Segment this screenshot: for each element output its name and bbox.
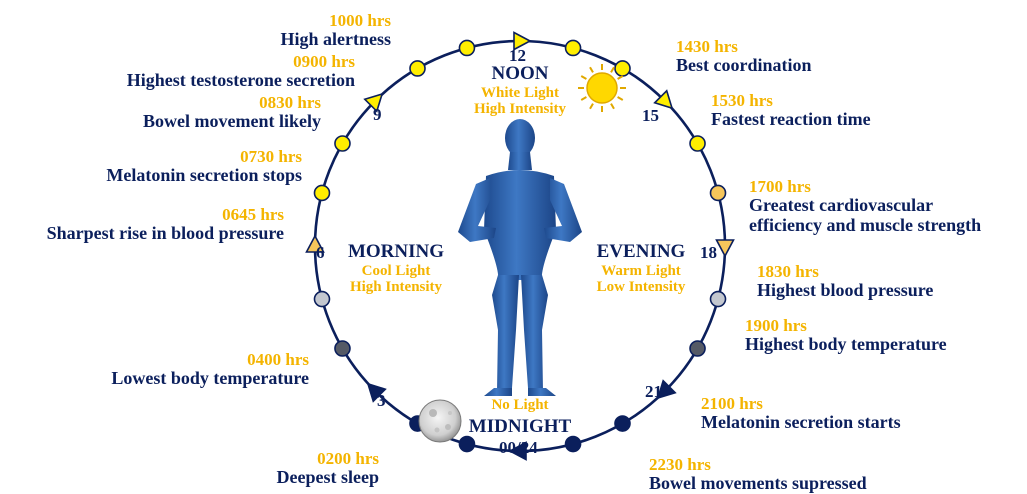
zone-light: Warm Light bbox=[572, 263, 710, 279]
event-description: Melatonin secretion starts bbox=[701, 413, 901, 432]
event-time: 1700 hrs bbox=[749, 178, 981, 196]
hour-6: 6 bbox=[316, 243, 325, 263]
event-0730: 0730 hrs Melatonin secretion stops bbox=[106, 148, 302, 186]
event-description: Bowel movement likely bbox=[143, 112, 321, 131]
event-description-line2: efficiency and muscle strength bbox=[749, 216, 981, 235]
event-description: Sharpest rise in blood pressure bbox=[47, 224, 284, 243]
event-2100: 2100 hrs Melatonin secretion starts bbox=[701, 395, 901, 433]
event-time: 0645 hrs bbox=[47, 206, 284, 224]
hour-15: 15 bbox=[642, 106, 659, 126]
zone-intensity: Low Intensity bbox=[572, 279, 710, 295]
event-1700: 1700 hrs Greatest cardiovascular efficie… bbox=[749, 178, 981, 235]
zone-title: EVENING bbox=[572, 242, 710, 263]
sun-ray bbox=[590, 67, 593, 72]
event-time: 1900 hrs bbox=[745, 317, 947, 335]
hour-dot-marker bbox=[566, 437, 581, 452]
hour-dot-marker bbox=[566, 40, 581, 55]
human-figure bbox=[458, 119, 582, 396]
event-time: 1830 hrs bbox=[757, 263, 933, 281]
sun-ray bbox=[618, 97, 623, 100]
event-0400: 0400 hrs Lowest body temperature bbox=[111, 351, 309, 389]
moon-icon bbox=[419, 400, 461, 442]
event-0200: 0200 hrs Deepest sleep bbox=[277, 450, 379, 488]
event-description: Greatest cardiovascular bbox=[749, 196, 981, 215]
hour-9: 9 bbox=[373, 105, 382, 125]
event-description: High alertness bbox=[281, 30, 392, 49]
zone-intensity: High Intensity bbox=[454, 101, 586, 117]
sun-ray bbox=[590, 104, 593, 109]
event-0645: 0645 hrs Sharpest rise in blood pressure bbox=[47, 206, 284, 244]
event-description: Best coordination bbox=[676, 56, 812, 75]
hour-24: 00/24 bbox=[499, 438, 538, 458]
hour-dot-marker bbox=[690, 341, 705, 356]
event-description: Highest blood pressure bbox=[757, 281, 933, 300]
hour-dot-marker bbox=[615, 416, 630, 431]
event-2230: 2230 hrs Bowel movements supressed bbox=[649, 456, 867, 494]
event-description: Highest body temperature bbox=[745, 335, 947, 354]
event-time: 1430 hrs bbox=[676, 38, 812, 56]
hour-dot-marker bbox=[615, 61, 630, 76]
event-0900: 0900 hrs Highest testosterone secretion bbox=[127, 53, 355, 91]
event-1900: 1900 hrs Highest body temperature bbox=[745, 317, 947, 355]
zone-morning: MORNING Cool Light High Intensity bbox=[327, 242, 465, 295]
event-description: Lowest body temperature bbox=[111, 369, 309, 388]
zone-midnight: MIDNIGHT bbox=[460, 417, 580, 438]
zone-title: NOON bbox=[454, 64, 586, 85]
event-1000: 1000 hrs High alertness bbox=[281, 12, 392, 50]
event-1830: 1830 hrs Highest blood pressure bbox=[757, 263, 933, 301]
event-time: 0830 hrs bbox=[143, 94, 321, 112]
hour-dot-marker bbox=[314, 185, 329, 200]
event-time: 1530 hrs bbox=[711, 92, 871, 110]
zone-light: Cool Light bbox=[327, 263, 465, 279]
event-1530: 1530 hrs Fastest reaction time bbox=[711, 92, 871, 130]
zone-intensity: High Intensity bbox=[327, 279, 465, 295]
zone-light: White Light bbox=[454, 85, 586, 101]
zone-title: MORNING bbox=[327, 242, 465, 263]
hour-dot-marker bbox=[335, 136, 350, 151]
event-time: 0200 hrs bbox=[277, 450, 379, 468]
hour-dot-marker bbox=[459, 437, 474, 452]
hour-triangle-marker bbox=[717, 240, 734, 256]
hour-dot-marker bbox=[410, 61, 425, 76]
zone-title: MIDNIGHT bbox=[460, 417, 580, 438]
event-time: 2100 hrs bbox=[701, 395, 901, 413]
hour-dot-marker bbox=[711, 185, 726, 200]
hour-dot-marker bbox=[711, 292, 726, 307]
event-description: Fastest reaction time bbox=[711, 110, 871, 129]
event-time: 0400 hrs bbox=[111, 351, 309, 369]
event-1430: 1430 hrs Best coordination bbox=[676, 38, 812, 76]
hour-3: 3 bbox=[377, 391, 386, 411]
event-0830: 0830 hrs Bowel movement likely bbox=[143, 94, 321, 132]
hour-dot-marker bbox=[459, 40, 474, 55]
sun-ray bbox=[611, 104, 614, 109]
zone-midnight-sub: No Light bbox=[470, 397, 570, 413]
sun-ray bbox=[611, 67, 614, 72]
zone-light: No Light bbox=[470, 397, 570, 413]
event-description: Highest testosterone secretion bbox=[127, 71, 355, 90]
event-time: 1000 hrs bbox=[281, 12, 392, 30]
zone-noon: NOON White Light High Intensity bbox=[454, 64, 586, 117]
hour-dot-marker bbox=[690, 136, 705, 151]
event-time: 2230 hrs bbox=[649, 456, 867, 474]
event-description: Deepest sleep bbox=[277, 468, 379, 487]
event-time: 0900 hrs bbox=[127, 53, 355, 71]
zone-evening: EVENING Warm Light Low Intensity bbox=[572, 242, 710, 295]
event-time: 0730 hrs bbox=[106, 148, 302, 166]
hour-dot-marker bbox=[335, 341, 350, 356]
sun-ray bbox=[618, 76, 623, 79]
event-description: Melatonin secretion stops bbox=[106, 166, 302, 185]
hour-21: 21 bbox=[645, 382, 662, 402]
